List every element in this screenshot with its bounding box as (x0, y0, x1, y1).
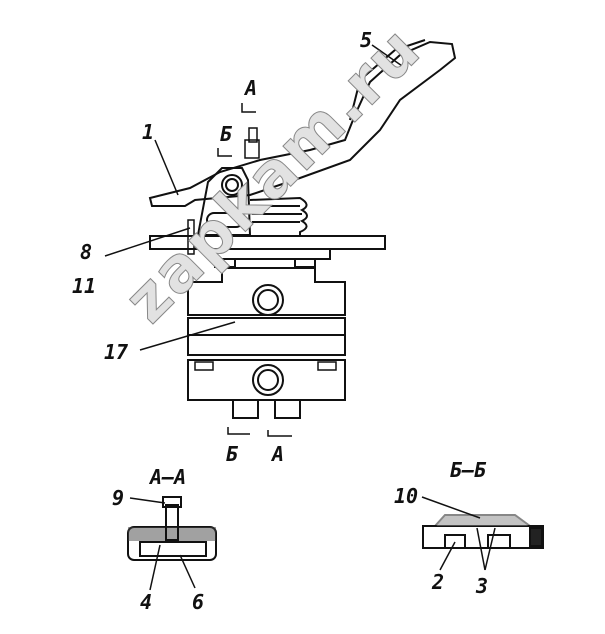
section-title-b-b: Б–Б (450, 458, 487, 482)
label-17: 17 (104, 340, 129, 364)
section-mark-a-bottom: А (272, 442, 285, 466)
label-11: 11 (72, 274, 97, 298)
section-mark-b-bottom: Б (226, 442, 239, 466)
section-a-a-view (127, 496, 217, 591)
section-mark-b-top: Б (220, 122, 233, 146)
bellows (249, 196, 308, 237)
label-1: 1 (142, 120, 155, 144)
label-4: 4 (140, 590, 153, 614)
label-8: 8 (80, 240, 93, 264)
label-3: 3 (476, 574, 489, 598)
label-2: 2 (432, 570, 445, 594)
section-mark-a-top: А (245, 76, 258, 100)
section-b-b-view (421, 496, 544, 571)
valve-body (187, 267, 346, 316)
label-5: 5 (360, 28, 373, 52)
pedal (148, 40, 457, 207)
label-6: 6 (192, 590, 205, 614)
section-title-a-a: А–А (150, 465, 187, 489)
label-10: 10 (394, 484, 419, 508)
label-9: 9 (112, 486, 125, 510)
